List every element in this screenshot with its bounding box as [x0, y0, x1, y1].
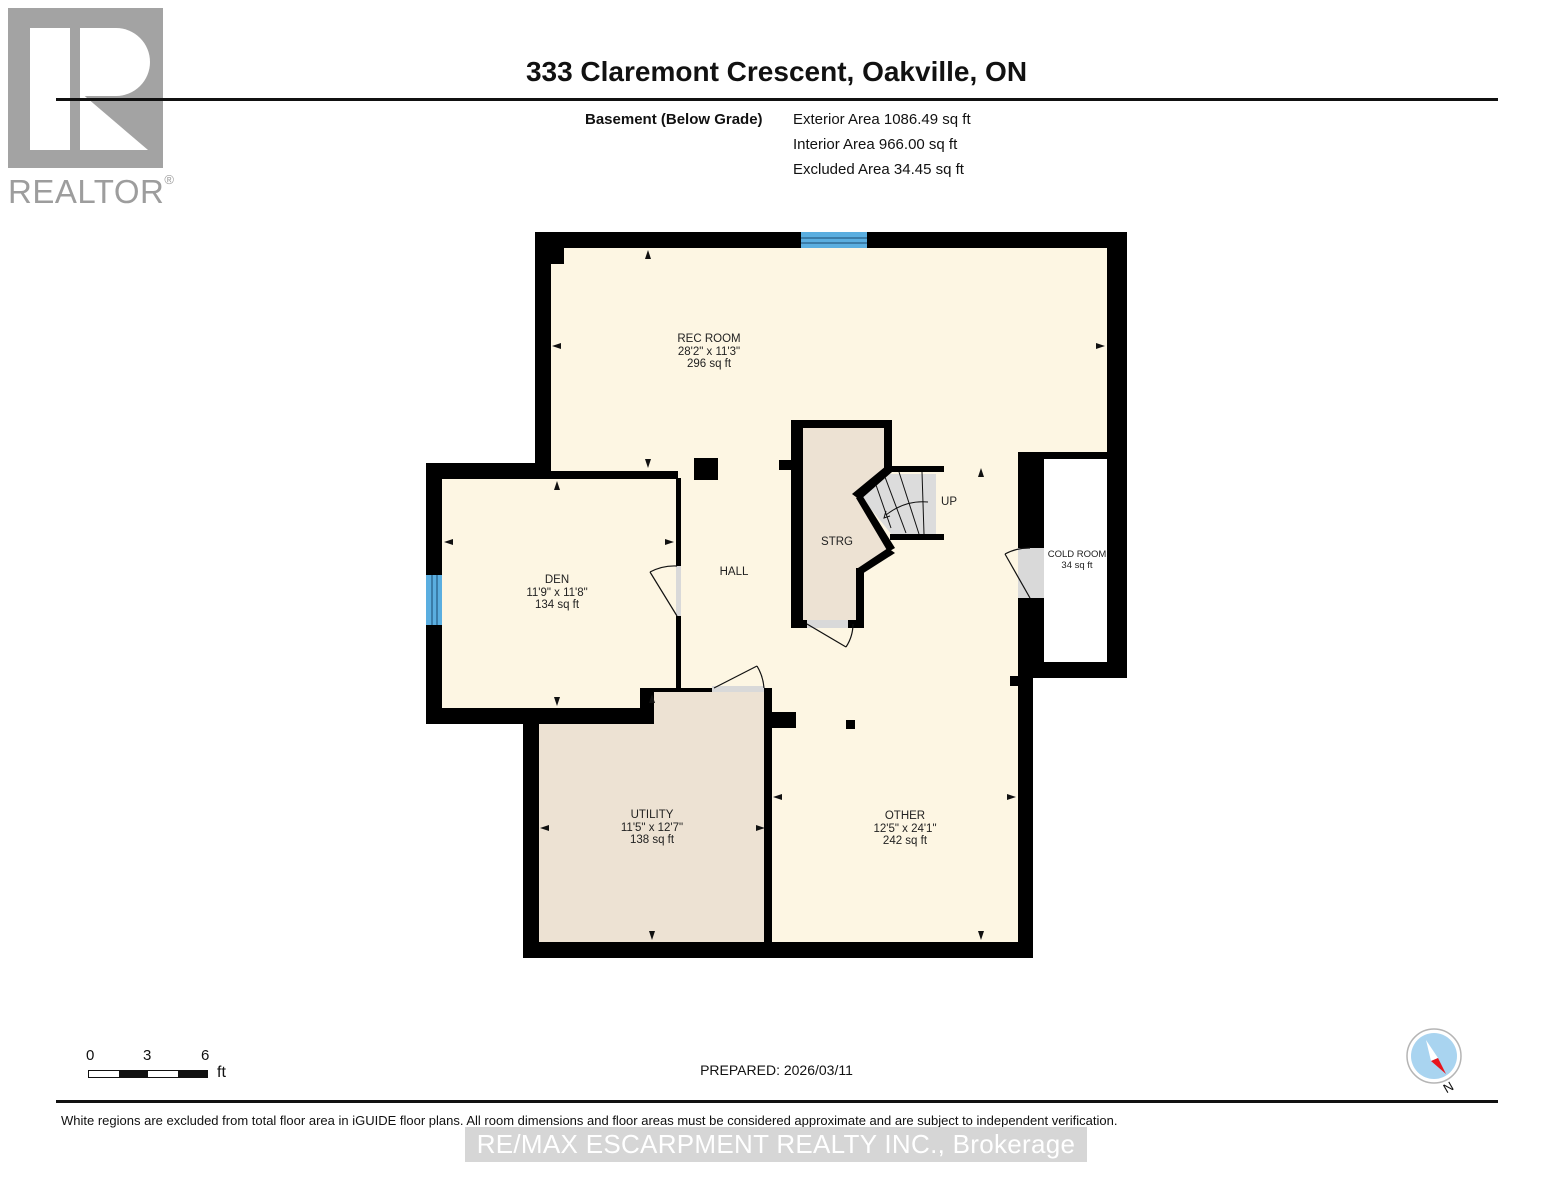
- dimension-markers: [444, 250, 1105, 940]
- stairs-fill: [862, 474, 936, 535]
- room-label-rec-room: REC ROOM 28'2" x 11'3" 296 sq ft: [677, 333, 740, 371]
- room-name: COLD ROOM: [1047, 549, 1107, 560]
- scale-tick-0: 0: [86, 1047, 95, 1064]
- disclaimer-text: White regions are excluded from total fl…: [61, 1113, 1118, 1128]
- property-address-title: 333 Claremont Crescent, Oakville, ON: [525, 56, 1028, 87]
- windows: [426, 232, 867, 625]
- room-area: 34 sq ft: [1061, 560, 1093, 571]
- scale-tick-6: 6: [201, 1047, 210, 1064]
- den-fill: [442, 478, 678, 708]
- brokerage-watermark: RE/MAX ESCARPMENT REALTY INC., Brokerage: [465, 1127, 1087, 1162]
- excluded-area: Excluded Area 34.45 sq ft: [793, 161, 964, 178]
- north-compass-icon: N: [1406, 1028, 1462, 1096]
- room-area: 296 sq ft: [686, 358, 732, 370]
- room-area: 242 sq ft: [882, 835, 928, 847]
- scale-tick-3: 3: [143, 1047, 152, 1064]
- scale-unit: ft: [217, 1064, 226, 1081]
- realtor-wordmark: REALTOR®: [8, 172, 175, 210]
- room-dimensions: 11'9" x 11'8": [526, 586, 588, 599]
- footer-divider: [56, 1100, 1498, 1103]
- prepared-date-text: PREPARED: 2026/03/11: [700, 1062, 853, 1078]
- room-name: STRG: [821, 536, 853, 548]
- room-area: 134 sq ft: [534, 599, 580, 611]
- room-name: UTILITY: [630, 809, 674, 821]
- room-label-other: OTHER 12'5" x 24'1" 242 sq ft: [873, 810, 936, 848]
- realtor-r-icon: [8, 8, 163, 168]
- cold-room-fill: [1044, 458, 1110, 662]
- room-name: OTHER: [884, 810, 926, 822]
- room-fills: [442, 248, 1110, 942]
- stairs-up-label: UP: [941, 496, 957, 509]
- exterior-area: Exterior Area 1086.49 sq ft: [793, 111, 971, 128]
- room-area: 138 sq ft: [629, 834, 675, 846]
- doors: [649, 547, 1044, 692]
- room-name: HALL: [719, 566, 749, 578]
- prepared-date: PREPARED: 2026/03/11: [0, 1062, 1553, 1078]
- strg-fill: [803, 428, 892, 622]
- stair-treads: [875, 471, 929, 535]
- room-dimensions: 11'5" x 12'7": [620, 821, 684, 834]
- header-divider: [56, 98, 1498, 101]
- compass-north-label: N: [1441, 1078, 1457, 1096]
- interior-area: Interior Area 966.00 sq ft: [793, 136, 958, 153]
- room-label-utility: UTILITY 11'5" x 12'7" 138 sq ft: [621, 809, 683, 847]
- realtor-logo: REALTOR®: [8, 8, 175, 210]
- window-den: [426, 575, 442, 625]
- area-list: Exterior Area 1086.49 sq ft Interior Are…: [793, 111, 971, 186]
- window-rec-room: [801, 232, 867, 248]
- floor-level-label: Basement (Below Grade): [585, 111, 763, 128]
- stairs-direction: UP: [941, 496, 957, 508]
- utility-fill: [538, 690, 770, 942]
- room-name: DEN: [544, 574, 570, 586]
- room-label-cold-room: COLD ROOM 34 sq ft: [1048, 549, 1107, 571]
- room-label-hall: HALL: [720, 566, 749, 579]
- room-label-den: DEN 11'9" x 11'8" 134 sq ft: [526, 574, 587, 612]
- room-dimensions: 12'5" x 24'1": [873, 822, 937, 835]
- room-label-strg: STRG: [821, 536, 853, 549]
- room-dimensions: 28'2" x 11'3": [677, 345, 741, 358]
- scale-segments: [88, 1070, 208, 1078]
- room-name: REC ROOM: [677, 333, 741, 345]
